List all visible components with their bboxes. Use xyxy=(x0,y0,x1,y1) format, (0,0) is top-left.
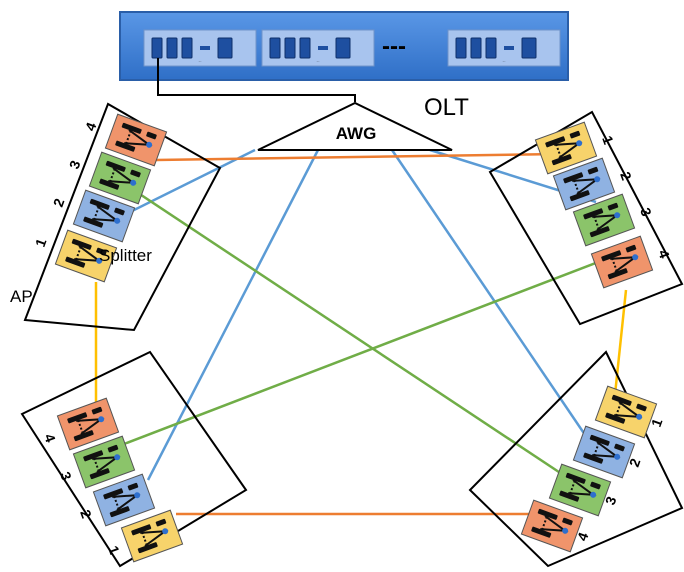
node-outline xyxy=(23,102,222,332)
olt-awg-feed-line xyxy=(157,58,356,102)
splitter-3 xyxy=(572,193,636,247)
olt-box: 000-0 000-0 000-0 --- xyxy=(119,11,569,81)
splitter-2 xyxy=(72,189,136,243)
splitter-number: 4 xyxy=(655,248,673,261)
splitter-number: 2 xyxy=(50,196,68,209)
olt-port-group: 000-0 000-0 000-0 xyxy=(143,29,561,67)
splitter-3 xyxy=(72,435,136,489)
node-outline xyxy=(20,350,248,568)
olt-port: 000-0 xyxy=(261,29,375,67)
splitter-number: 2 xyxy=(77,508,95,521)
olt-separator: --- xyxy=(382,33,406,60)
splitter-1 xyxy=(54,229,118,283)
splitter-number: 4 xyxy=(82,120,100,133)
fiber-link xyxy=(146,149,320,481)
fiber-link xyxy=(125,148,256,216)
splitter-number: 1 xyxy=(648,416,666,429)
splitter-1 xyxy=(594,385,658,439)
splitter-3 xyxy=(548,463,612,517)
splitter-4 xyxy=(590,235,654,289)
olt-port-label: 000-0 xyxy=(199,61,202,63)
splitter-4 xyxy=(520,499,584,553)
node-bottom-right: 1 2 3 4 xyxy=(468,350,684,568)
splitter-number: 4 xyxy=(41,432,59,445)
splitter-label: Splitter xyxy=(99,246,152,265)
splitter-1 xyxy=(120,509,184,563)
fiber-link xyxy=(123,244,641,446)
olt-port: 000-0 xyxy=(143,29,257,67)
node-outline xyxy=(468,350,684,568)
fiber-link xyxy=(125,183,587,492)
awg-label: AWG xyxy=(336,124,377,143)
splitter-2 xyxy=(92,473,156,527)
fiber-link xyxy=(612,289,628,405)
fiber-link xyxy=(155,152,561,162)
awg: AWG xyxy=(257,101,453,151)
olt-label: OLT xyxy=(424,94,469,121)
olt-port-label: 000-0 xyxy=(503,61,506,63)
olt-port: 000-0 xyxy=(447,29,561,67)
splitter-number: 2 xyxy=(626,456,644,469)
splitter-number: 3 xyxy=(602,494,620,507)
splitter-2 xyxy=(552,157,616,211)
splitter-4 xyxy=(56,397,120,451)
splitter-number: 2 xyxy=(617,170,635,183)
splitter-number: 3 xyxy=(66,158,84,171)
splitter-number: 1 xyxy=(32,236,50,249)
fiber-links xyxy=(94,148,641,516)
olt-port-label: 000-0 xyxy=(317,61,320,63)
splitter-1 xyxy=(534,121,598,175)
node-top-left: 4 3 2 1 xyxy=(23,102,222,332)
splitter-4 xyxy=(104,113,168,167)
ap-label: AP xyxy=(10,287,33,306)
splitter-2 xyxy=(572,425,636,479)
splitter-3 xyxy=(88,151,152,205)
splitter-number: 4 xyxy=(574,530,592,543)
